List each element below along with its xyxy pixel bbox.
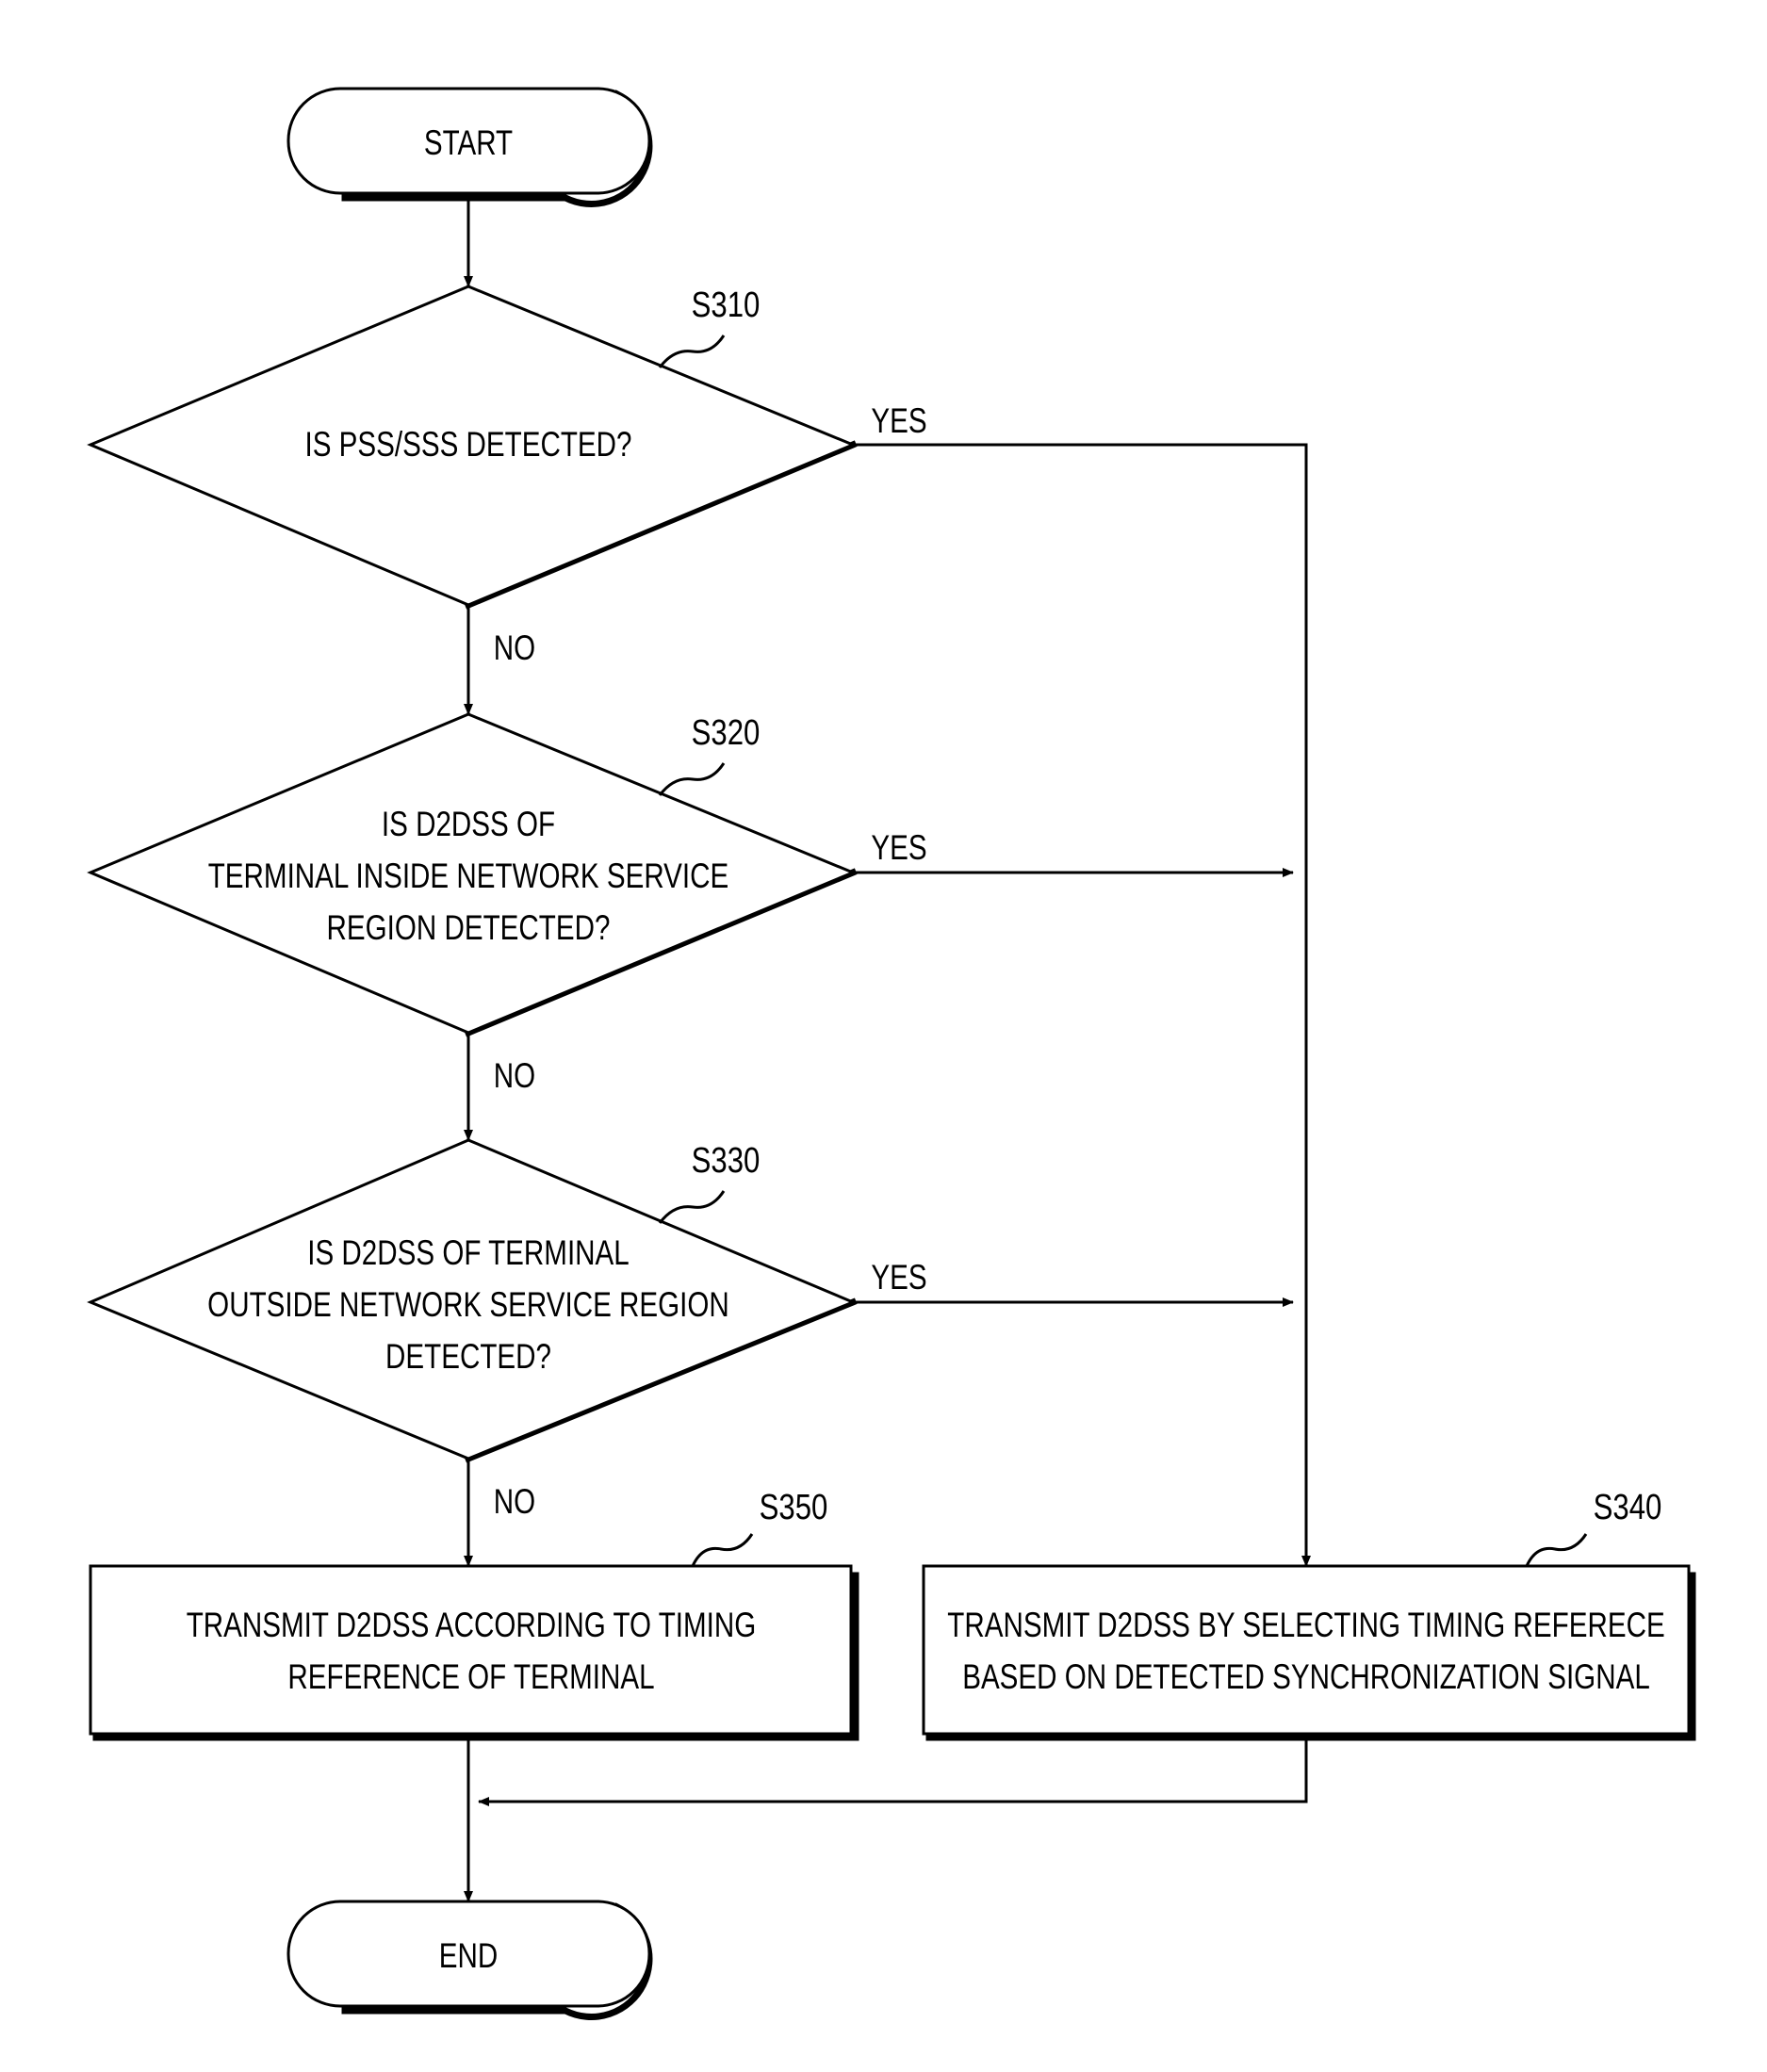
connector-s310-yes: [853, 445, 1306, 1566]
end-label: END: [439, 1937, 498, 1976]
step-leader-s340: [1527, 1534, 1586, 1566]
step-label-s330: S330: [692, 1141, 761, 1181]
no-label-s310: NO: [494, 629, 535, 668]
step-label-s310: S310: [692, 286, 761, 325]
yes-label-s330: YES: [871, 1259, 926, 1297]
connector-s340-to-merge: [479, 1734, 1306, 1802]
decision-s330: IS D2DSS OF TERMINAL OUTSIDE NETWORK SER…: [90, 1140, 927, 1522]
step-leader-s350: [693, 1534, 752, 1566]
decision-s320: IS D2DSS OF TERMINAL INSIDE NETWORK SERV…: [90, 713, 927, 1096]
start-label: START: [424, 124, 513, 163]
no-label-s330: NO: [494, 1483, 535, 1522]
decision-s310: IS PSS/SSS DETECTED? S310 YES NO: [90, 286, 927, 668]
no-label-s320: NO: [494, 1057, 535, 1096]
decision-s330-text-line1: IS D2DSS OF TERMINAL: [307, 1234, 630, 1273]
decision-s320-text-line3: REGION DETECTED?: [327, 909, 611, 948]
end-terminator: END: [288, 1901, 649, 2016]
process-s340-text-line1: TRANSMIT D2DSS BY SELECTING TIMING REFER…: [947, 1607, 1664, 1645]
process-s350-text-line1: TRANSMIT D2DSS ACCORDING TO TIMING: [187, 1607, 757, 1645]
decision-s330-text-line2: OUTSIDE NETWORK SERVICE REGION: [207, 1286, 729, 1325]
process-s350-text-line2: REFERENCE OF TERMINAL: [287, 1658, 654, 1697]
process-s340: TRANSMIT D2DSS BY SELECTING TIMING REFER…: [924, 1488, 1693, 1738]
step-label-s340: S340: [1594, 1488, 1662, 1527]
process-s350: TRANSMIT D2DSS ACCORDING TO TIMING REFER…: [90, 1488, 856, 1738]
decision-s320-text-line1: IS D2DSS OF: [382, 806, 555, 844]
start-terminator: START: [288, 89, 649, 204]
step-leader-s310: [660, 335, 724, 367]
yes-label-s310: YES: [871, 402, 926, 441]
decision-s320-text-line2: TERMINAL INSIDE NETWORK SERVICE: [208, 857, 729, 896]
step-label-s320: S320: [692, 713, 761, 753]
process-s340-text-line2: BASED ON DETECTED SYNCHRONIZATION SIGNAL: [962, 1658, 1650, 1697]
decision-s330-text-line3: DETECTED?: [385, 1338, 551, 1377]
decision-s310-text-line1: IS PSS/SSS DETECTED?: [304, 426, 631, 465]
yes-label-s320: YES: [871, 829, 926, 868]
step-label-s350: S350: [760, 1488, 828, 1527]
step-leader-s320: [660, 763, 724, 795]
step-leader-s330: [660, 1191, 724, 1223]
